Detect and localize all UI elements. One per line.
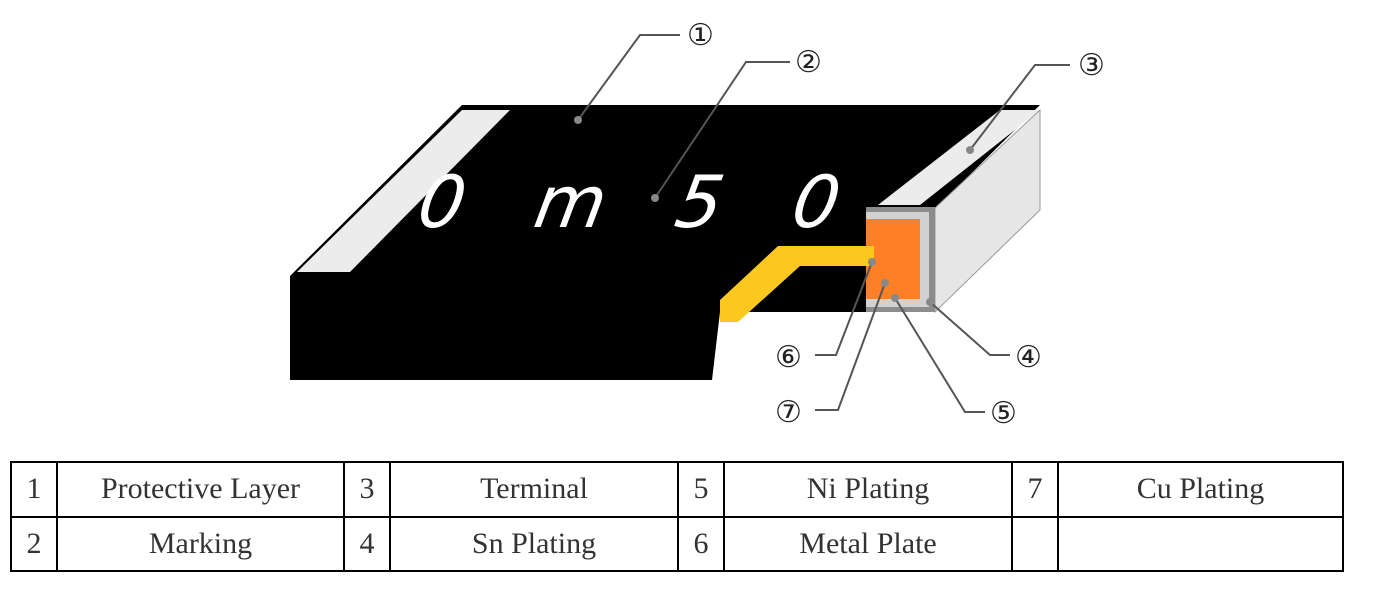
legend-label: Marking [56,515,345,572]
legend-num: 3 [343,461,391,518]
legend-label: Sn Plating [389,515,679,572]
callout-5: ⑤ [990,396,1017,431]
legend-num: 6 [677,515,725,572]
callout-6: ⑥ [775,340,802,375]
callout-2: ② [795,45,822,80]
legend-label: Metal Plate [723,515,1013,572]
cu-plating-section [866,219,920,299]
callout-4: ④ [1015,340,1042,375]
legend-label: Cu Plating [1057,461,1344,518]
legend-label [1057,515,1344,572]
top-face [290,105,1040,276]
legend-row: 1 Protective Layer 3 Terminal 5 Ni Plati… [10,461,1344,518]
legend-num [1011,515,1059,572]
legend-label: Protective Layer [56,461,345,518]
legend-label: Ni Plating [723,461,1013,518]
callout-3: ③ [1078,48,1105,83]
legend-num: 2 [10,515,58,572]
resistor-diagram: 0m50 ① ② ③ ④ ⑤ ⑥ ⑦ [290,18,1105,431]
legend-label: Terminal [389,461,679,518]
leader-dots [574,116,974,306]
left-terminal-top [297,110,510,272]
legend-num: 1 [10,461,58,518]
legend-num: 7 [1011,461,1059,518]
legend-num: 4 [343,515,391,572]
callout-7: ⑦ [775,395,802,430]
legend-table: 1 Protective Layer 3 Terminal 5 Ni Plati… [10,461,1344,572]
right-terminal-top [878,110,1040,205]
leader-lines [577,34,1070,413]
legend-row: 2 Marking 4 Sn Plating 6 Metal Plate [10,515,1344,572]
metal-plate [720,246,874,322]
legend-num: 5 [677,461,725,518]
front-face [290,205,935,380]
callout-1: ① [687,18,714,53]
